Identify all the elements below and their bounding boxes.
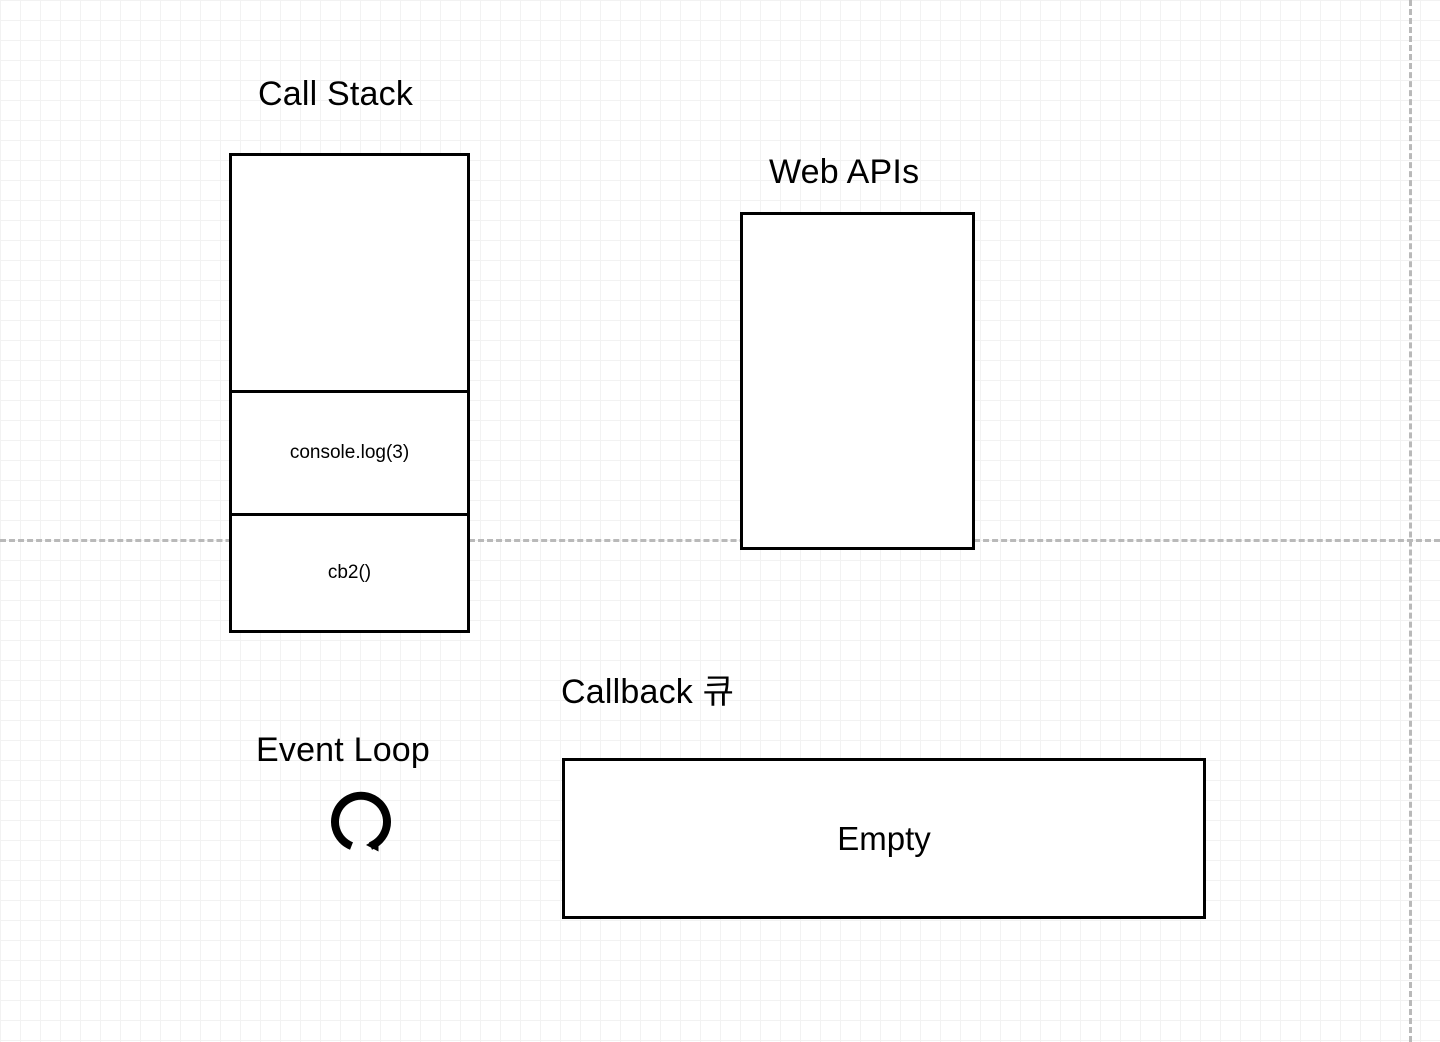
callback-queue-title: Callback 큐 bbox=[561, 673, 735, 711]
call-stack-box[interactable]: console.log(3) cb2() bbox=[229, 153, 470, 633]
call-stack-frame-empty[interactable] bbox=[232, 156, 467, 390]
vertical-guide-line bbox=[1409, 0, 1412, 1042]
callback-queue-status: Empty bbox=[837, 819, 931, 857]
web-apis-title: Web APIs bbox=[769, 153, 920, 191]
horizontal-guide-line bbox=[0, 539, 1440, 542]
web-apis-box[interactable] bbox=[740, 212, 975, 550]
loop-arrow-icon bbox=[331, 791, 391, 852]
call-stack-title: Call Stack bbox=[258, 75, 414, 113]
call-stack-frame-cb2[interactable]: cb2() bbox=[232, 513, 467, 630]
event-loop-title: Event Loop bbox=[256, 731, 431, 769]
call-stack-frame-console-log[interactable]: console.log(3) bbox=[232, 390, 467, 513]
callback-queue-box[interactable]: Empty bbox=[562, 758, 1206, 919]
